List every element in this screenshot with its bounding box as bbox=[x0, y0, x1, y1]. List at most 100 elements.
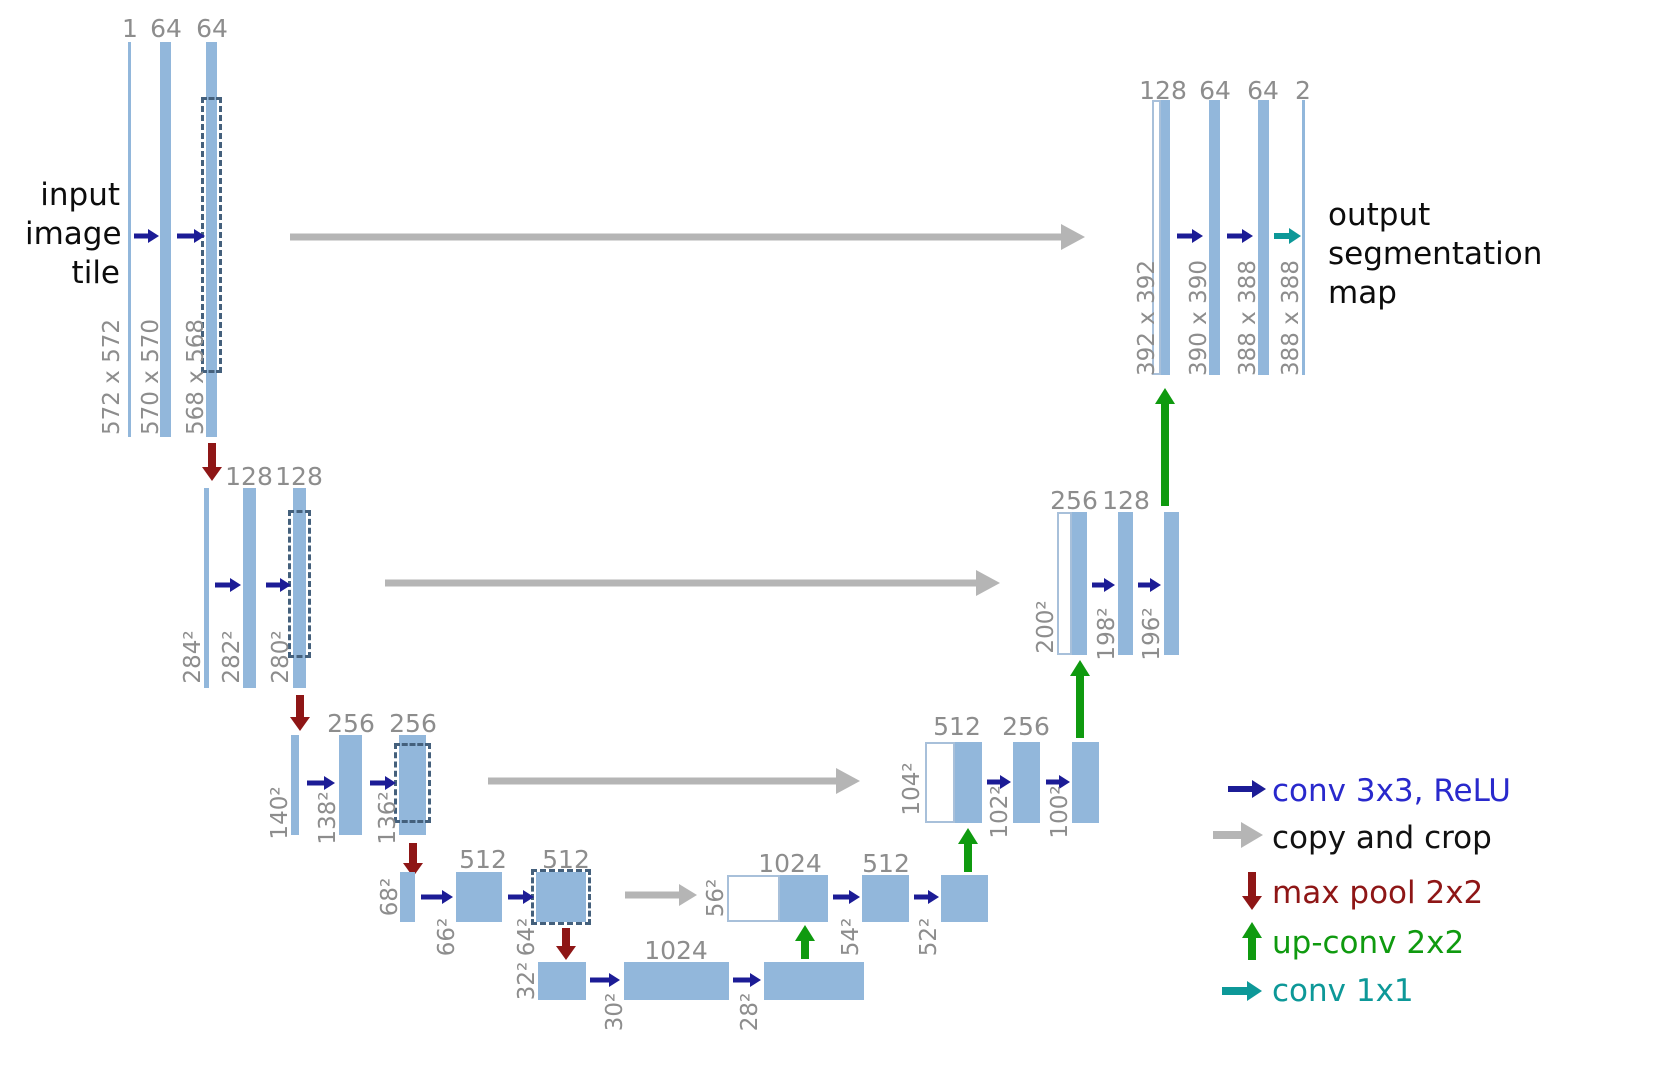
feature-map bbox=[1161, 100, 1170, 375]
copied-feature-map bbox=[1152, 100, 1161, 375]
feature-map bbox=[1118, 512, 1133, 655]
conv-arrow bbox=[307, 775, 335, 791]
size-label: 198² bbox=[1094, 607, 1120, 661]
legend-up-conv-label: up-conv 2x2 bbox=[1272, 925, 1465, 961]
conv-arrow bbox=[914, 889, 939, 905]
input-label: input image tile bbox=[25, 177, 122, 291]
legend-conv-1x1-arrow bbox=[1222, 980, 1262, 1002]
channel-label: 128 bbox=[1102, 486, 1150, 515]
size-label: 200² bbox=[1033, 600, 1059, 654]
feature-map bbox=[160, 42, 171, 437]
output-label: output segmentation map bbox=[1328, 197, 1543, 311]
conv-arrow bbox=[833, 889, 860, 905]
legend-max-pool-label: max pool 2x2 bbox=[1272, 875, 1484, 911]
size-label: 570 x 570 bbox=[138, 318, 164, 436]
feature-map bbox=[538, 962, 586, 1000]
copy-arrow bbox=[290, 224, 1085, 250]
feature-map bbox=[764, 962, 864, 1000]
up-conv-arrow bbox=[958, 828, 978, 872]
feature-map bbox=[1072, 742, 1099, 823]
copy-arrow bbox=[625, 882, 697, 908]
size-label: 64² bbox=[514, 917, 540, 957]
feature-map bbox=[780, 875, 828, 922]
feature-map bbox=[1013, 742, 1040, 823]
size-label: 28² bbox=[737, 992, 763, 1032]
size-label: 66² bbox=[434, 917, 460, 957]
conv-arrow bbox=[266, 577, 291, 593]
up-conv-arrow bbox=[1070, 660, 1090, 738]
feature-map bbox=[456, 872, 502, 922]
feature-map bbox=[1209, 100, 1220, 375]
feature-map bbox=[955, 742, 982, 823]
size-label: 140² bbox=[267, 786, 293, 840]
size-label: 390 x 390 bbox=[1186, 259, 1212, 377]
feature-map bbox=[400, 872, 415, 922]
size-label: 388 x 388 bbox=[1235, 259, 1261, 377]
size-label: 102² bbox=[987, 785, 1013, 839]
size-label: 136² bbox=[375, 791, 401, 845]
feature-map bbox=[243, 488, 256, 688]
conv-1x1-arrow bbox=[1274, 227, 1301, 245]
channel-label: 512 bbox=[933, 712, 981, 741]
up-conv-arrow bbox=[1155, 388, 1175, 506]
size-label: 56² bbox=[703, 878, 729, 918]
size-label: 32² bbox=[514, 961, 540, 1001]
size-label: 52² bbox=[916, 917, 942, 957]
size-label: 568 x 568 bbox=[183, 318, 209, 436]
size-label: 104² bbox=[899, 762, 925, 816]
feature-map bbox=[293, 488, 306, 688]
conv-arrow bbox=[1227, 228, 1253, 244]
channel-label: 1024 bbox=[644, 936, 708, 965]
feature-map bbox=[1302, 100, 1305, 375]
legend-max-pool-arrow bbox=[1242, 872, 1262, 910]
feature-map bbox=[1072, 512, 1087, 655]
feature-map bbox=[291, 735, 299, 835]
size-label: 388 x 388 bbox=[1278, 259, 1304, 377]
legend-conv-1x1-label: conv 1x1 bbox=[1272, 973, 1414, 1009]
feature-map bbox=[862, 875, 909, 922]
legend-copy-label: copy and crop bbox=[1272, 820, 1492, 856]
channel-label: 512 bbox=[862, 849, 910, 878]
conv-arrow bbox=[421, 889, 453, 905]
conv-arrow bbox=[215, 577, 241, 593]
conv-arrow bbox=[134, 228, 159, 244]
size-label: 284² bbox=[180, 630, 206, 684]
conv-arrow bbox=[1092, 577, 1115, 593]
size-label: 392 x 392 bbox=[1134, 259, 1160, 377]
size-label: 100² bbox=[1047, 785, 1073, 839]
up-conv-arrow bbox=[795, 925, 815, 959]
channel-label: 64 bbox=[150, 14, 182, 43]
conv-arrow bbox=[370, 775, 396, 791]
max-pool-arrow bbox=[556, 928, 576, 960]
channel-label: 256 bbox=[327, 709, 375, 738]
size-label: 280² bbox=[268, 630, 294, 684]
size-label: 138² bbox=[315, 791, 341, 845]
feature-map bbox=[624, 962, 729, 1000]
max-pool-arrow bbox=[290, 695, 310, 731]
channel-label: 1 bbox=[122, 14, 138, 43]
feature-map bbox=[1164, 512, 1179, 655]
size-label: 572 x 572 bbox=[99, 318, 125, 436]
conv-arrow bbox=[590, 972, 620, 988]
feature-map bbox=[339, 735, 362, 835]
conv-arrow bbox=[1177, 228, 1203, 244]
feature-map bbox=[399, 735, 426, 835]
size-label: 68² bbox=[377, 877, 403, 917]
legend-copy-arrow bbox=[1213, 822, 1263, 848]
max-pool-arrow bbox=[202, 443, 222, 481]
feature-map bbox=[941, 875, 988, 922]
copy-arrow bbox=[488, 768, 860, 794]
crop-region bbox=[531, 869, 591, 925]
conv-arrow bbox=[177, 228, 205, 244]
legend-conv-arrow bbox=[1228, 779, 1266, 799]
conv-arrow bbox=[733, 972, 761, 988]
size-label: 30² bbox=[602, 992, 628, 1032]
channel-label: 256 bbox=[1002, 712, 1050, 741]
size-label: 282² bbox=[219, 630, 245, 684]
copied-feature-map bbox=[727, 875, 780, 922]
copied-feature-map bbox=[1057, 512, 1072, 655]
conv-arrow bbox=[1138, 577, 1161, 593]
channel-label: 256 bbox=[389, 709, 437, 738]
feature-map bbox=[536, 872, 586, 922]
